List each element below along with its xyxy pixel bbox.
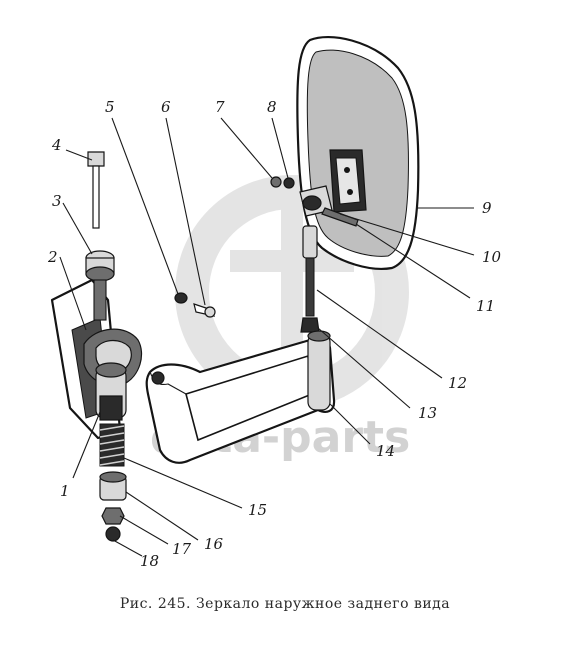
callout-10: 10 — [482, 248, 502, 266]
callout-6: 6 — [161, 98, 171, 116]
callout-15: 15 — [248, 501, 267, 519]
spring — [99, 423, 125, 467]
mirror-stem — [300, 225, 320, 333]
screw-8 — [283, 177, 295, 189]
callout-1: 1 — [60, 482, 70, 500]
callout-16: 16 — [204, 535, 224, 553]
bracket-arm — [145, 330, 336, 464]
upper-bush — [85, 250, 115, 321]
callout-labels: 1 2 3 4 5 6 7 8 9 10 11 12 13 14 15 16 1… — [47, 98, 502, 570]
leader-lines — [59, 117, 475, 557]
callout-17: 17 — [172, 540, 192, 558]
screw-6 — [193, 303, 216, 318]
callout-9: 9 — [482, 199, 492, 217]
callout-8: 8 — [267, 98, 277, 116]
callout-12: 12 — [448, 374, 467, 392]
callout-5: 5 — [105, 98, 115, 116]
small-nut-5 — [174, 292, 188, 304]
callout-11: 11 — [476, 297, 495, 315]
bolt — [87, 151, 105, 229]
callout-13: 13 — [418, 404, 437, 422]
nut-7 — [270, 176, 282, 188]
figure-caption: Рис. 245. Зеркало наружное заднего вида — [119, 596, 451, 612]
pivot-housing — [95, 362, 127, 421]
callout-18: 18 — [140, 552, 159, 570]
mirror-clamp — [299, 185, 359, 227]
nut-lower — [101, 507, 125, 542]
bush — [99, 471, 127, 501]
callout-3: 3 — [52, 192, 62, 210]
callout-2: 2 — [47, 248, 58, 266]
callout-4: 4 — [51, 136, 62, 154]
callout-14: 14 — [376, 442, 395, 460]
callout-7: 7 — [215, 98, 225, 116]
